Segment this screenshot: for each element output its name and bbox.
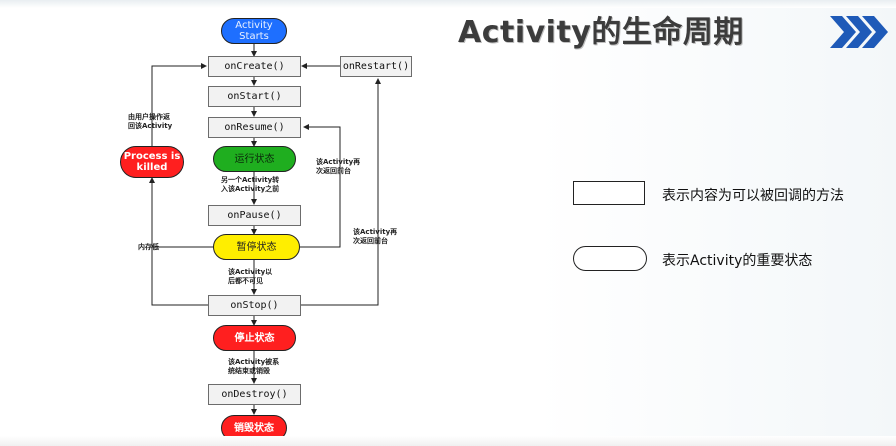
on-create-method: onCreate() xyxy=(208,56,301,77)
invisible-label: 该Activity以 后都不可见 xyxy=(228,268,273,285)
running-state: 运行状态 xyxy=(213,146,296,172)
on-resume-method: onResume() xyxy=(208,117,301,138)
bottom-strip xyxy=(0,436,896,446)
on-destroy-method: onDestroy() xyxy=(208,384,301,405)
on-stop-method: onStop() xyxy=(208,295,301,316)
top-band xyxy=(0,0,896,8)
stopped-state: 停止状态 xyxy=(213,325,296,351)
on-start-method: onStart() xyxy=(208,86,301,107)
on-restart-method: onRestart() xyxy=(340,56,412,77)
finished-label: 该Activity被系 统结束或销毁 xyxy=(228,358,280,375)
chevron-right-icon xyxy=(830,16,888,48)
paused-state: 暂停状态 xyxy=(213,234,300,260)
legend-method-text: 表示内容为可以被回调的方法 xyxy=(662,188,844,204)
on-pause-method: onPause() xyxy=(208,205,301,226)
another-activity-label: 另一个Activity转 入该Activity之前 xyxy=(221,176,280,193)
back-to-front-label-2: 该Activity再 次返回前台 xyxy=(353,228,398,245)
process-killed-state: Process is killed xyxy=(120,146,184,178)
user-returns-label: 由用户操作返 回该Activity xyxy=(128,113,173,130)
low-memory-label: 内存低 xyxy=(138,243,159,251)
legend-state-text: 表示Activity的重要状态 xyxy=(662,253,813,269)
legend-state-swatch xyxy=(573,246,647,271)
legend-method-swatch xyxy=(573,181,645,205)
activity-starts-state: Activity Starts xyxy=(221,18,287,44)
back-to-front-label-1: 该Activity再 次返回前台 xyxy=(316,158,361,175)
slide-title: Activity的生命周期 xyxy=(458,15,744,50)
